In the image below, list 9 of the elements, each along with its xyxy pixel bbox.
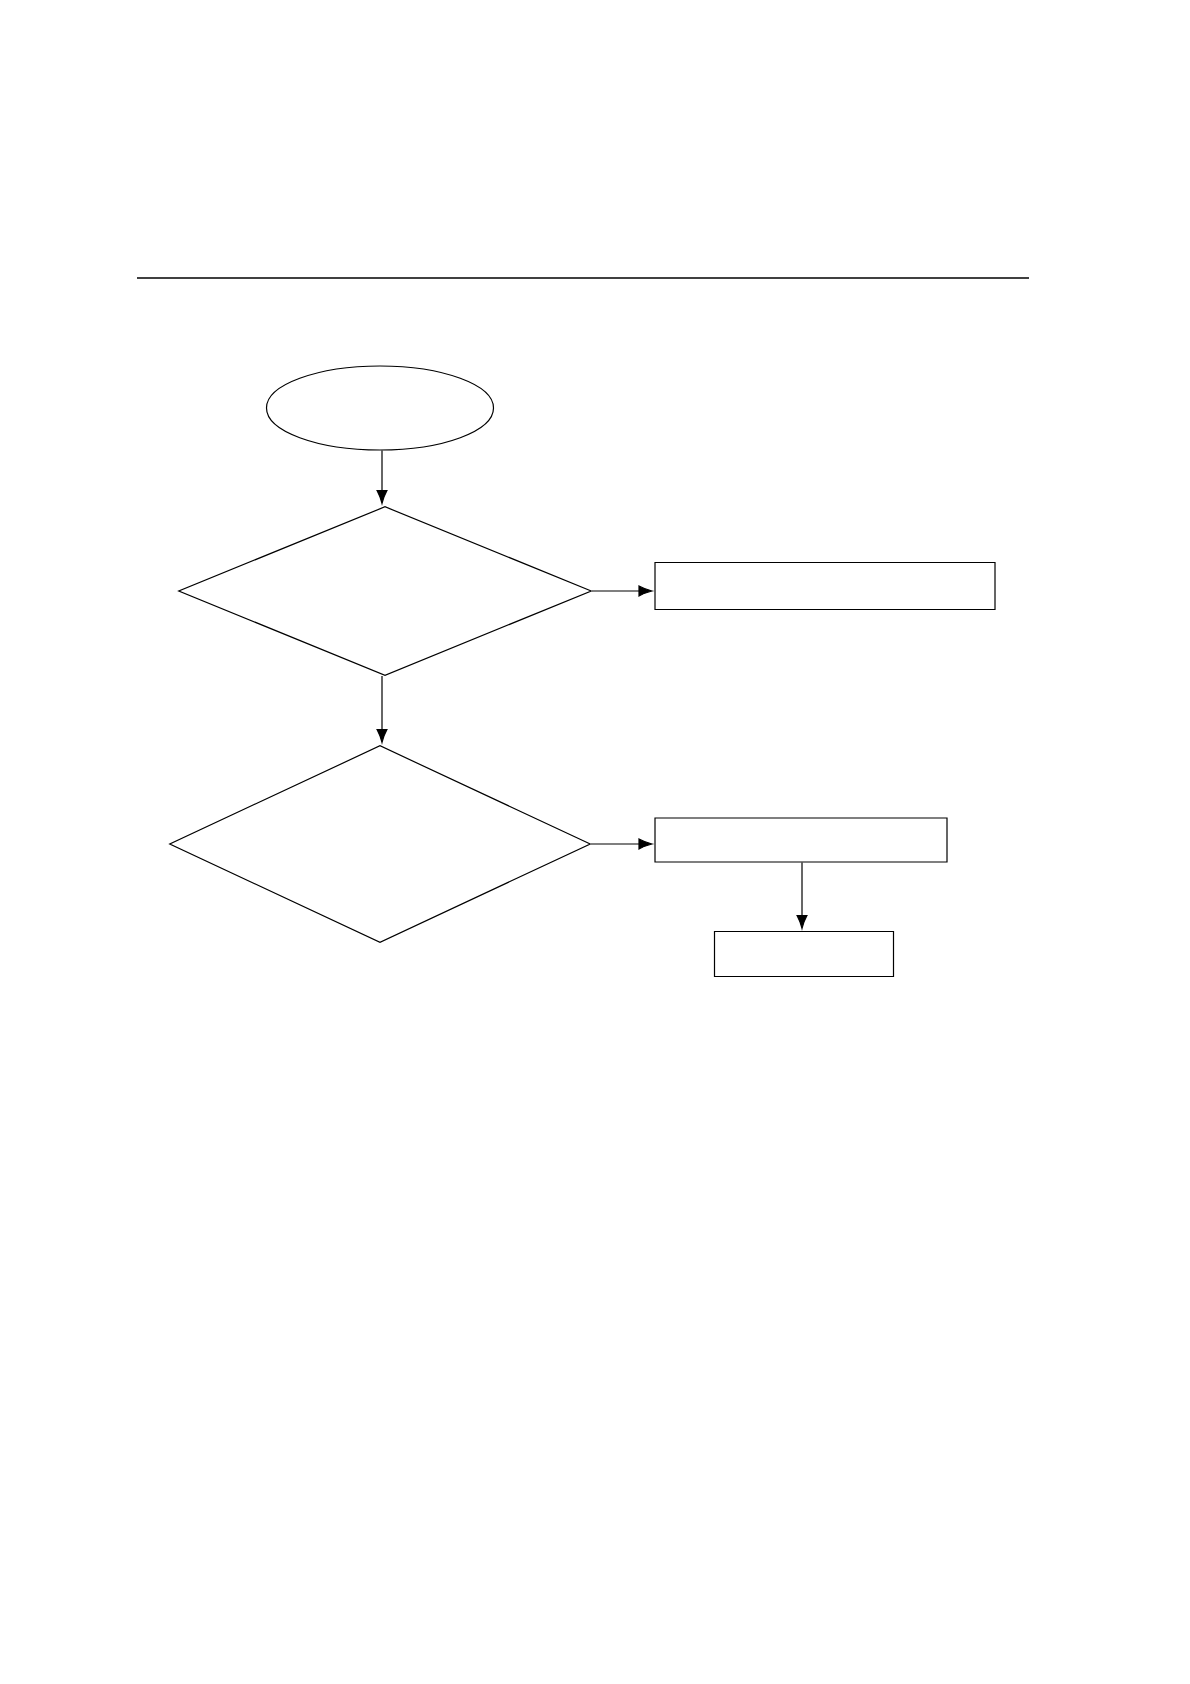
arrow xyxy=(591,585,653,597)
arrow xyxy=(796,862,808,930)
process-box xyxy=(713,930,895,978)
process-box xyxy=(654,561,996,611)
ellipse-node xyxy=(265,365,495,451)
arrow xyxy=(376,450,388,505)
arrow xyxy=(376,675,388,744)
process-box xyxy=(654,817,948,863)
arrow xyxy=(590,838,653,850)
